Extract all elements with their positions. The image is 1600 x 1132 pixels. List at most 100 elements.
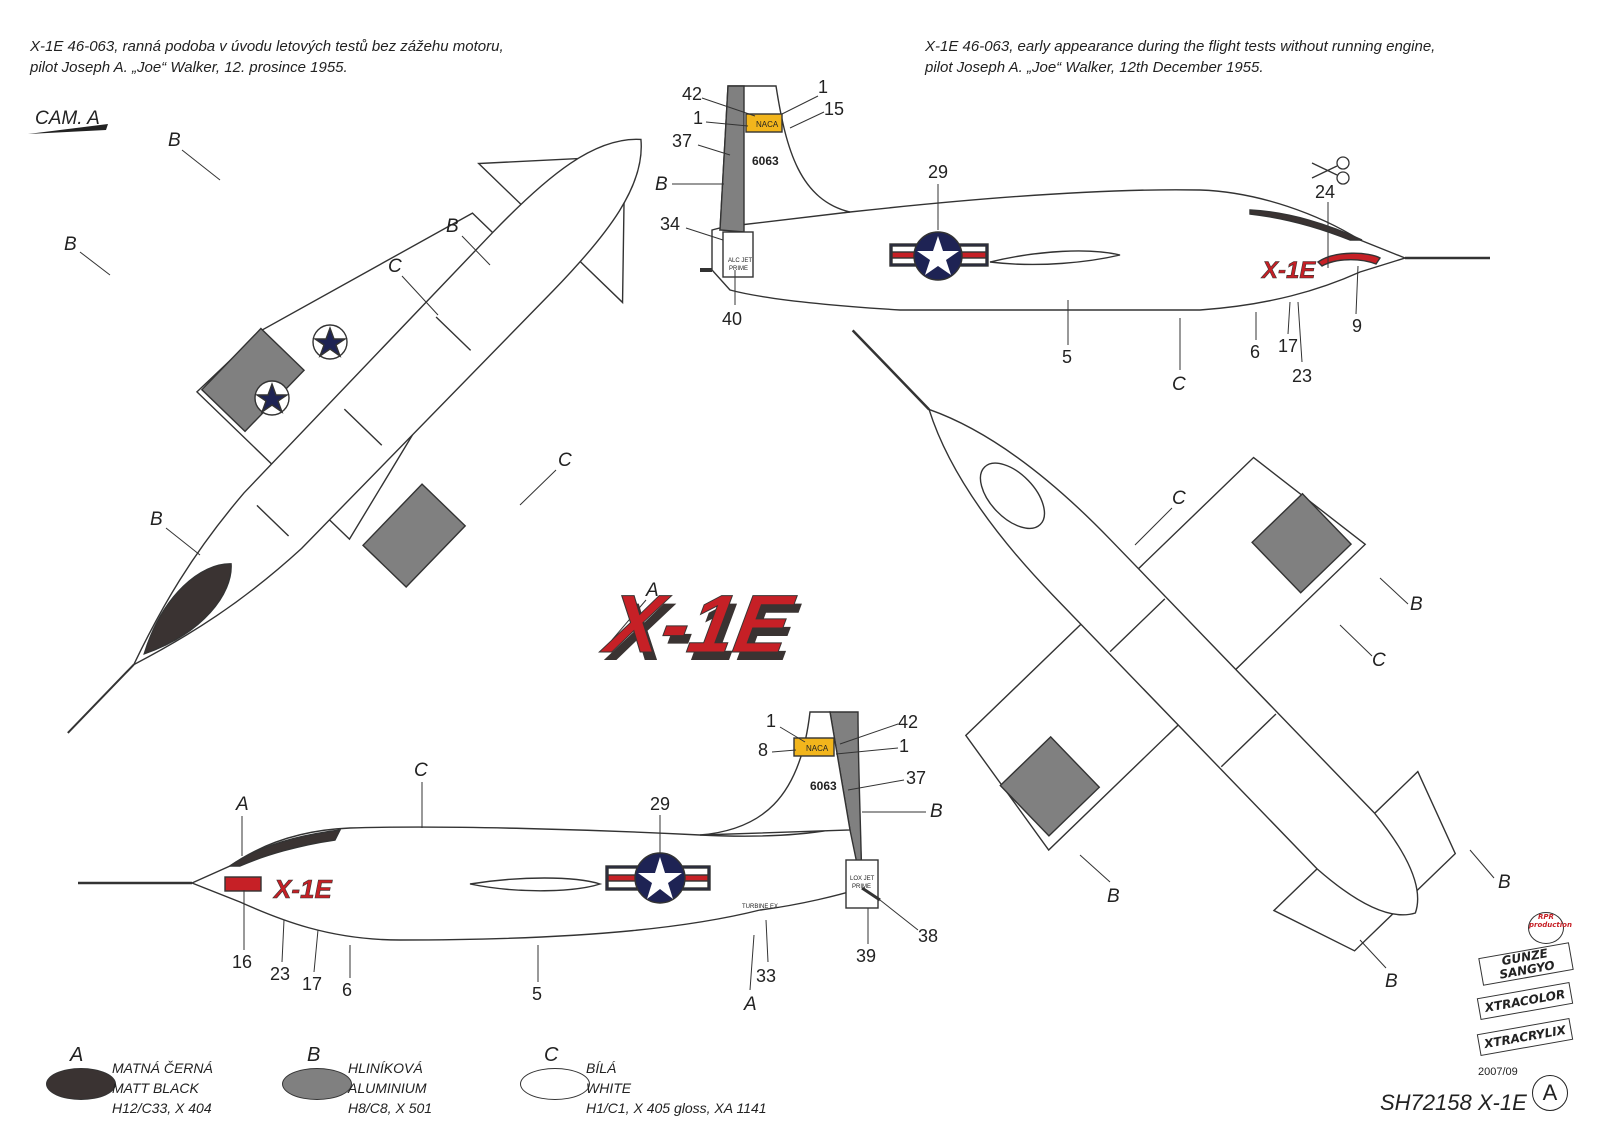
legend-a-en: MATT BLACK: [112, 1080, 199, 1096]
legend-c-cz: BÍLÁ: [586, 1060, 617, 1076]
top-view-callouts: B B B B C C A: [64, 130, 659, 641]
legend-letter-a: A: [70, 1044, 84, 1066]
bottom-panel-line-2: [1220, 713, 1277, 768]
side-bottom-stencil-prime: PRIME: [852, 884, 871, 890]
side-top-callout-1b: 1: [818, 77, 828, 97]
side-bottom-roundel: [605, 852, 711, 904]
side-top-wing-fairing: [989, 250, 1121, 266]
side-top-leader-1b: [781, 95, 819, 115]
top-panel-line-1: [435, 316, 472, 351]
side-top-callout-15: 15: [824, 99, 844, 119]
legend-swatch-b: [282, 1068, 352, 1100]
side-bottom-callout-38: 38: [918, 926, 938, 946]
x1e-logo-shadow: X-1E: [601, 586, 806, 678]
top-callout-b2: B: [64, 234, 77, 255]
side-bottom-tail-number: 6063: [810, 779, 837, 793]
caption-english-line-1: X-1E 46-063, early appearance during the…: [925, 38, 1436, 55]
side-bottom-callout-39: 39: [856, 946, 876, 966]
side-bottom-callout-5: 5: [532, 984, 542, 1004]
caption-czech: X-1E 46-063, ranná podoba v úvodu letový…: [30, 36, 504, 78]
side-bottom-canopy-black: [227, 829, 342, 867]
side-bottom-callout-17: 17: [302, 974, 322, 994]
top-leader-c2: [519, 469, 557, 506]
rpr-logo: RPR production: [1528, 912, 1572, 944]
side-top-canopy-black: [1249, 209, 1363, 241]
side-bottom-leader-37: [847, 779, 905, 791]
side-top-naca-text: NACA: [756, 120, 779, 129]
side-top-stencil-alc: ALC JET: [728, 258, 752, 264]
side-top-callout-17: 17: [1278, 336, 1298, 356]
side-bottom-wing-fairing: [469, 877, 603, 892]
top-leader-b1: [181, 149, 221, 181]
top-leader-c1: [401, 275, 439, 316]
side-bottom-leader-1a: [779, 726, 806, 743]
top-leader-a1: [611, 599, 647, 641]
legend-text-b: HLINÍKOVÁ ALUMINIUM H8/C8, X 501: [348, 1058, 432, 1118]
side-bottom-stencil-box: [845, 859, 879, 909]
legend-swatch-c: [520, 1068, 590, 1100]
side-top-tail-number: 6063: [752, 154, 779, 168]
side-top-leader-17: [1287, 301, 1291, 335]
side-top-callout-23: 23: [1292, 366, 1312, 386]
side-view-bottom: NACA 6063 X-1E LOX JET PRIME TURBINE EX.: [78, 711, 881, 941]
side-top-x1e-logo: X-1E: [1260, 257, 1316, 284]
side-bottom-leader-23: [281, 919, 285, 963]
caption-english: X-1E 46-063, early appearance during the…: [925, 36, 1435, 78]
side-top-leader-9: [1355, 265, 1359, 315]
side-top-nose-banner: [1316, 252, 1381, 267]
sheet-date: 2007/09: [1478, 1066, 1518, 1078]
top-callout-b3: B: [446, 216, 459, 237]
side-top-callout-1a: 1: [693, 108, 703, 128]
side-bottom-callout-33: 33: [756, 966, 776, 986]
legend-c-code: H1/C1, X 405 gloss, XA 1141: [586, 1100, 767, 1116]
top-wing-tip-right: [362, 483, 467, 588]
top-callout-c1: C: [388, 256, 402, 277]
side-bottom-callout-1a: 1: [766, 711, 776, 731]
x1e-logo-large: X-1E X-1E: [595, 577, 806, 678]
side-top-callout-24: 24: [1315, 182, 1335, 202]
top-callout-a1: A: [645, 580, 659, 601]
caption-czech-line-1: X-1E 46-063, ranná podoba v úvodu letový…: [30, 38, 504, 55]
side-bottom-leader-a2: [749, 934, 755, 991]
camo-label-underline: [28, 124, 108, 134]
bottom-leader-b3: [1469, 849, 1495, 879]
side-top-leader-15: [789, 111, 825, 129]
side-bottom-callout-23: 23: [270, 964, 290, 984]
legend-b-code: H8/C8, X 501: [348, 1100, 433, 1116]
side-top-callout-34: 34: [660, 214, 680, 234]
bottom-wing-tip-right: [1251, 492, 1353, 594]
legend-text-c: BÍLÁ WHITE H1/C1, X 405 gloss, XA 1141: [586, 1058, 767, 1118]
top-callout-b1: B: [168, 130, 181, 151]
caption-czech-line-2: pilot Joseph A. „Joe“ Walker, 12. prosin…: [30, 59, 348, 76]
x1e-logo-main: X-1E: [596, 578, 801, 670]
top-leader-b2: [79, 251, 111, 276]
bottom-wing-tip-left: [999, 735, 1101, 837]
side-bottom-callout-a2: A: [743, 994, 757, 1015]
side-bottom-leader-1b: [835, 747, 899, 755]
bottom-leader-b1: [1379, 577, 1409, 605]
side-bottom-naca-text: NACA: [806, 744, 829, 753]
bottom-leader-b4: [1359, 939, 1387, 969]
side-bottom-callout-16: 16: [232, 952, 252, 972]
bottom-hatch: [979, 462, 1046, 530]
bottom-leader-b2: [1079, 854, 1111, 883]
side-bottom-callout-29: 29: [650, 794, 670, 814]
bottom-callout-c2: C: [1372, 650, 1386, 671]
bottom-callout-b4: B: [1385, 971, 1398, 992]
caption-english-line-2: pilot Joseph A. „Joe“ Walker, 12th Decem…: [925, 59, 1264, 76]
side-top-callout-9: 9: [1352, 316, 1362, 336]
top-panel-line-3: [256, 504, 290, 537]
side-top-roundel: [889, 231, 989, 281]
side-top-callout-5: 5: [1062, 347, 1072, 367]
side-bottom-callout-c: C: [414, 760, 428, 781]
bottom-fuselage: [927, 408, 1419, 916]
top-leader-b3: [461, 235, 491, 266]
side-top-stencil-box: [722, 231, 754, 278]
side-top-stencil-prime: PRIME: [729, 266, 748, 272]
top-nose-black: [143, 563, 232, 655]
side-bottom-leader-8: [771, 749, 797, 753]
bottom-callout-b1: B: [1410, 594, 1423, 615]
side-view-top: NACA 6063 X-1E ALC JET PRIME: [700, 85, 1490, 311]
side-bottom-callout-b: B: [930, 801, 943, 822]
bottom-callout-b3: B: [1498, 872, 1511, 893]
